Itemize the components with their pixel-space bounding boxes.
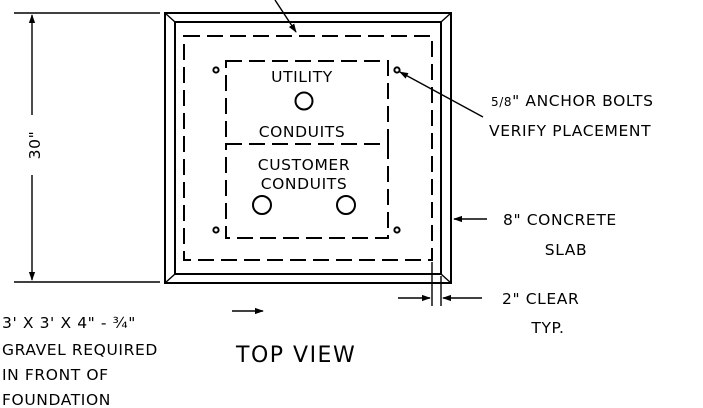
anchor-fraction: 5/8 xyxy=(491,95,512,109)
concrete-slab xyxy=(164,0,452,284)
height-dimension: 30" xyxy=(14,12,160,283)
gravel-line1: 3' X 3' X 4" - ¾" xyxy=(2,314,136,332)
customer-label-line2: CONDUITS xyxy=(261,175,348,193)
conduit-areas: UTILITY CONDUITS CUSTOMER CONDUITS xyxy=(225,60,389,239)
anchor-label-line1: 5/8" ANCHOR BOLTS xyxy=(491,92,654,110)
dashed-clear-outline xyxy=(183,35,433,261)
customer-conduit-area xyxy=(225,143,389,239)
customer-label-line1: CUSTOMER xyxy=(258,156,350,174)
gravel-line4: FOUNDATION xyxy=(2,391,111,408)
anchor-label-line2: VERIFY PLACEMENT xyxy=(489,122,651,140)
height-label: 30" xyxy=(26,131,44,160)
customer-conduit-right xyxy=(336,195,356,215)
gravel-note: 3' X 3' X 4" - ¾" GRAVEL REQUIRED IN FRO… xyxy=(2,307,264,408)
top-leader-line xyxy=(274,0,297,33)
clear-label-line1: 2" CLEAR xyxy=(502,290,579,308)
anchor-bolt-callout: 5/8" ANCHOR BOLTS VERIFY PLACEMENT xyxy=(399,71,654,140)
gravel-line3: IN FRONT OF xyxy=(2,366,109,384)
anchor-leader-line xyxy=(399,71,484,118)
utility-conduit xyxy=(294,91,314,111)
anchor-bolt-tl xyxy=(212,66,220,74)
utility-label-line1: UTILITY xyxy=(271,68,333,86)
slab-inner-edge xyxy=(174,21,442,275)
slab-label-line1: 8" CONCRETE xyxy=(503,211,617,229)
gravel-line2: GRAVEL REQUIRED xyxy=(2,341,158,359)
slab-corner-bl xyxy=(164,273,176,284)
anchor-bolt-bl xyxy=(212,226,220,234)
slab-corner-br xyxy=(440,273,452,284)
customer-conduit-left xyxy=(252,195,272,215)
anchor-bolt-tr xyxy=(393,66,401,74)
anchor-bolts xyxy=(212,66,401,234)
clear-dimension: 2" CLEAR TYP. xyxy=(398,262,579,337)
slab-corner-tl xyxy=(164,12,176,23)
anchor-bolt-br xyxy=(393,226,401,234)
slab-outer-edge xyxy=(164,12,452,284)
view-title: TOP VIEW xyxy=(235,343,356,368)
utility-label-line2: CONDUITS xyxy=(259,123,346,141)
slab-corner-tr xyxy=(440,12,452,23)
slab-callout: 8" CONCRETE SLAB xyxy=(453,211,617,259)
anchor-label-rest: " ANCHOR BOLTS xyxy=(512,92,653,110)
slab-label-line2: SLAB xyxy=(545,241,587,259)
clear-label-line2: TYP. xyxy=(530,319,564,337)
